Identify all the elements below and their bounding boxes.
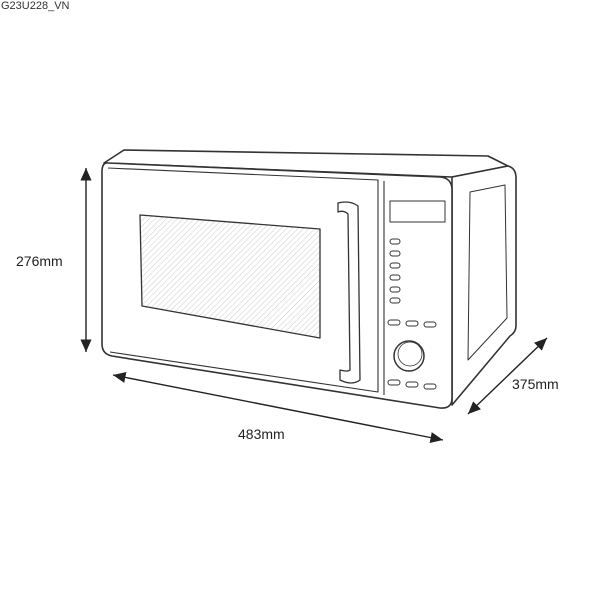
- width-label: 483mm: [238, 426, 285, 442]
- door-handle: [337, 201, 361, 384]
- door-window: [139, 214, 321, 339]
- depth-arrow: [467, 337, 548, 415]
- display: [389, 200, 446, 223]
- width-arrow: [112, 371, 444, 444]
- height-label: 276mm: [16, 253, 63, 269]
- control-knob: [393, 340, 425, 372]
- model-code: G23U228_VN: [1, 0, 70, 12]
- depth-label: 375mm: [512, 376, 559, 392]
- side-vent: [467, 184, 508, 361]
